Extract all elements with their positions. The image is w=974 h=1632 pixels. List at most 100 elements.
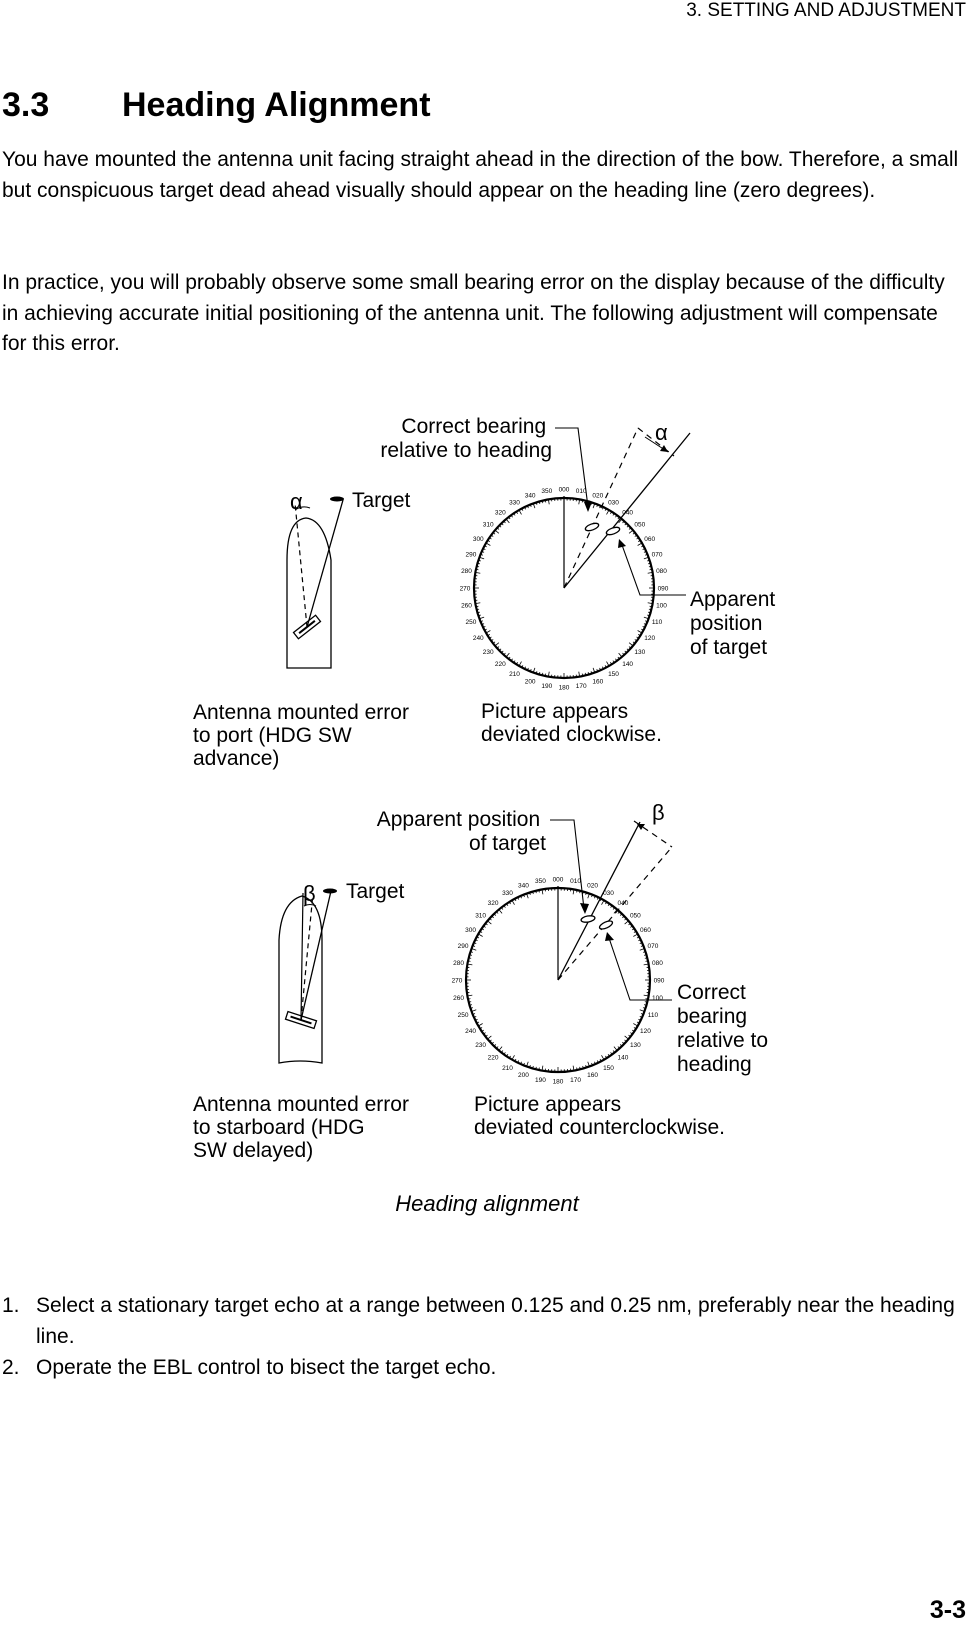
dial-bottom-scale-label: 090 bbox=[654, 977, 665, 984]
dial-bottom-tick bbox=[642, 951, 646, 953]
dial-top-tick bbox=[492, 641, 496, 644]
dial-bottom-tick bbox=[514, 898, 517, 902]
dial-bottom-scale-label: 230 bbox=[475, 1042, 486, 1049]
dial-bottom-scale-label: 080 bbox=[652, 960, 663, 967]
dial-bottom-tick bbox=[508, 901, 511, 905]
correct-target-blip-top bbox=[584, 522, 600, 532]
apparent-position-label-bottom: Apparent position of target bbox=[377, 808, 546, 855]
dial-bottom-tick bbox=[638, 939, 641, 942]
dial-top-tick bbox=[578, 499, 581, 505]
display-caption-top: Picture appears deviated clockwise. bbox=[481, 700, 662, 746]
dial-bottom-scale-label: 350 bbox=[535, 878, 546, 885]
dial-bottom-tick bbox=[483, 1032, 486, 1035]
dial-bottom-tick bbox=[475, 1018, 478, 1021]
dial-bottom-tick bbox=[607, 1053, 610, 1057]
dial-bottom-tick bbox=[498, 909, 503, 914]
dial-top-scale-label: 230 bbox=[483, 649, 494, 656]
dial-top-tick bbox=[513, 660, 516, 663]
apparent-target-blip-bottom bbox=[580, 915, 596, 923]
dial-bottom-tick bbox=[633, 1027, 637, 1030]
dial-bottom-tick bbox=[487, 920, 492, 925]
dial-top-tick bbox=[535, 671, 538, 674]
dial-top-tick bbox=[604, 508, 607, 511]
dial-top-tick bbox=[596, 504, 599, 508]
dial-bottom-tick bbox=[496, 911, 499, 914]
dial-top-scale-label: 050 bbox=[634, 522, 645, 529]
dial-bottom-tick bbox=[538, 1067, 540, 1071]
dial-top-tick bbox=[544, 673, 547, 677]
dial-top-tick bbox=[480, 553, 484, 556]
dial-bottom-tick bbox=[605, 1055, 608, 1059]
dial-top-scale-label: 350 bbox=[541, 488, 552, 495]
dial-top-tick bbox=[626, 525, 630, 528]
dial-bottom-scale-label: 250 bbox=[458, 1012, 469, 1019]
dial-top-tick bbox=[606, 661, 610, 667]
dial-top-tick bbox=[505, 652, 510, 658]
dial-top-tick bbox=[513, 513, 516, 516]
dial-bottom-tick bbox=[644, 957, 648, 959]
dial-top-tick bbox=[632, 641, 636, 644]
dial-top-scale-label: 340 bbox=[525, 492, 536, 499]
dial-top-tick bbox=[518, 509, 522, 515]
dial-bottom-tick bbox=[498, 1046, 503, 1051]
dial-bottom-tick bbox=[538, 889, 540, 893]
dial-bottom-scale-label: 210 bbox=[502, 1065, 513, 1072]
dial-bottom-scale-label: 110 bbox=[648, 1012, 659, 1019]
dial-bottom-tick bbox=[506, 1053, 509, 1057]
dial-top-tick bbox=[489, 636, 492, 639]
dial-ticks-top bbox=[474, 498, 654, 678]
dial-bottom-tick bbox=[631, 1029, 635, 1032]
dial-bottom-scale-label: 140 bbox=[617, 1055, 628, 1062]
dial-bottom-tick bbox=[491, 915, 494, 919]
dial-bottom-tick bbox=[628, 923, 631, 926]
dial-bottom-tick bbox=[511, 900, 515, 905]
dial-bottom-tick bbox=[582, 1065, 584, 1069]
dial-top-tick bbox=[490, 534, 494, 537]
dial-top-tick bbox=[610, 511, 613, 515]
dial-top-tick bbox=[647, 571, 653, 574]
dial-top-tick bbox=[647, 614, 650, 617]
dial-top-scale-label: 040 bbox=[622, 509, 633, 516]
dial-bottom-tick bbox=[467, 998, 471, 1000]
dial-bottom-tick bbox=[596, 1060, 599, 1063]
dial-bottom-tick bbox=[585, 1064, 587, 1068]
correct-bearing-line-top bbox=[563, 427, 639, 589]
step-item: 2.Operate the EBL control to bisect the … bbox=[2, 1352, 962, 1383]
dial-bottom-tick bbox=[636, 936, 640, 939]
dial-top-tick bbox=[643, 556, 649, 560]
beta-arc-ship bbox=[303, 904, 317, 907]
dial-bottom-tick bbox=[610, 1052, 613, 1055]
dial-bottom-scale-label: 170 bbox=[570, 1077, 581, 1084]
dial-top-tick bbox=[618, 518, 623, 524]
dial-top-scale-label: 270 bbox=[460, 585, 471, 592]
dial-bottom-scale-label: 100 bbox=[652, 995, 663, 1002]
dial-top-tick bbox=[647, 602, 653, 605]
dial-bottom-tick bbox=[579, 890, 581, 894]
dial-top-tick bbox=[510, 658, 513, 662]
dial-top-scale-label: 100 bbox=[656, 602, 667, 609]
dial-bottom-tick bbox=[628, 1034, 631, 1037]
dial-bottom-tick bbox=[624, 1039, 627, 1042]
dial-bottom-scale-label: 220 bbox=[488, 1055, 499, 1062]
dial-top-tick bbox=[477, 611, 480, 614]
dial-top-tick bbox=[544, 499, 547, 503]
dial-top-tick bbox=[480, 620, 484, 623]
dial-bottom-tick bbox=[503, 1052, 506, 1055]
dial-bottom-tick bbox=[639, 948, 645, 951]
dial-bottom-tick bbox=[483, 925, 486, 928]
dial-bottom-tick bbox=[576, 889, 578, 893]
ship-target-line-top bbox=[306, 499, 344, 628]
dial-top-tick bbox=[618, 652, 623, 658]
dial-top-tick bbox=[527, 667, 529, 671]
dial-top-tick bbox=[604, 665, 607, 668]
ship-hull-bottom bbox=[278, 895, 323, 1064]
dial-top-tick bbox=[535, 502, 538, 505]
dial-top-tick bbox=[489, 537, 492, 540]
dial-top-tick bbox=[624, 650, 627, 654]
dial-top-tick bbox=[505, 518, 510, 524]
dial-top-tick bbox=[647, 559, 650, 562]
dial-bottom-tick bbox=[520, 895, 522, 899]
correct-bearing-label-bottom: Correct bearing relative to heading bbox=[677, 981, 774, 1076]
